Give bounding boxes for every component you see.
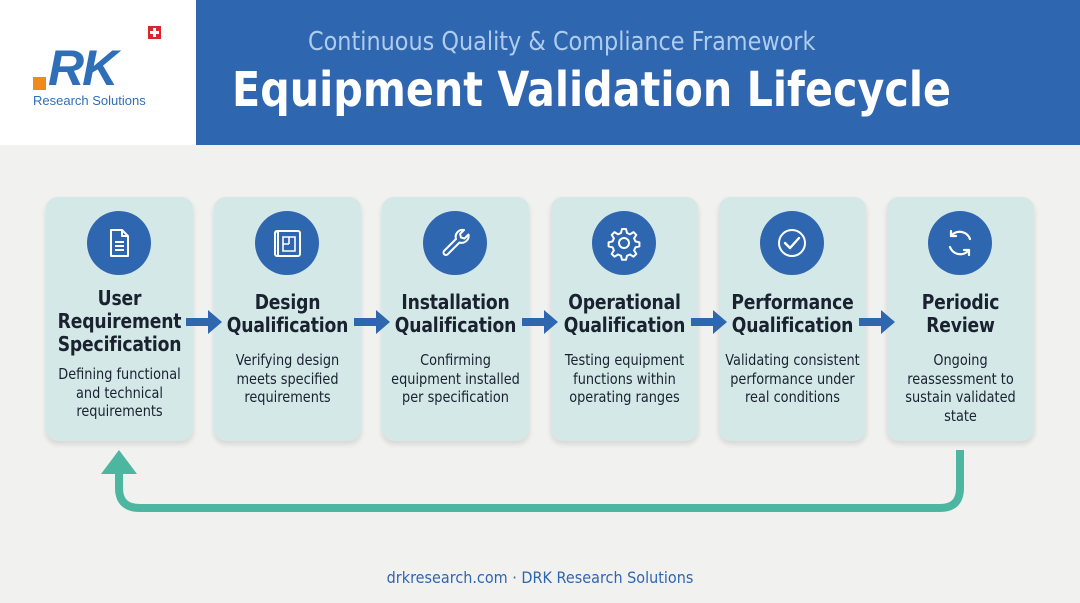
loop-arrowhead-icon [101, 450, 137, 474]
header-band: Continuous Quality & Compliance Framewor… [196, 0, 1080, 145]
logo-text: RK [48, 40, 118, 96]
logo: RK [33, 40, 118, 96]
flow-arrow-icon [186, 310, 222, 334]
flow-arrow-icon [859, 310, 895, 334]
flow-arrow-icon [522, 310, 558, 334]
page-subtitle: Continuous Quality & Compliance Framewor… [308, 27, 816, 57]
swiss-flag-icon [148, 26, 161, 39]
logo-subtitle: Research Solutions [33, 93, 146, 108]
refresh-icon [928, 211, 992, 275]
page-title: Equipment Validation Lifecycle [232, 62, 952, 118]
blueprint-icon [255, 211, 319, 275]
document-icon [87, 211, 151, 275]
wrench-icon [423, 211, 487, 275]
gear-icon [592, 211, 656, 275]
checkmark-icon [760, 211, 824, 275]
flow-arrow-icon [354, 310, 390, 334]
footer-text: drkresearch.com · DRK Research Solutions [386, 568, 694, 587]
logo-panel: RK Research Solutions [0, 0, 196, 145]
flow-arrow-icon [691, 310, 727, 334]
logo-orange-square [33, 77, 46, 90]
